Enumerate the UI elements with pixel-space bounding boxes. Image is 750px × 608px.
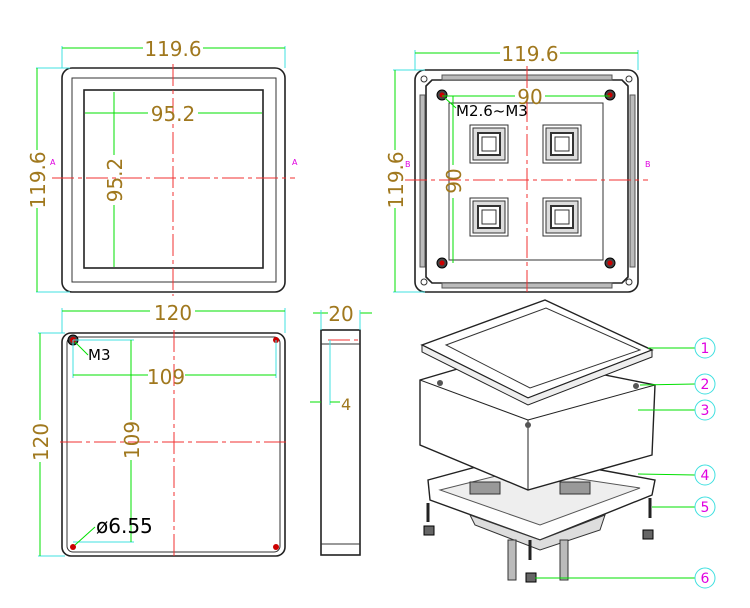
terminal-block-icon xyxy=(469,124,509,164)
svg-text:3: 3 xyxy=(701,403,710,419)
thickness-dim: 20 xyxy=(328,302,353,326)
svg-text:5: 5 xyxy=(701,500,710,516)
side-view: 20 4 xyxy=(310,302,372,556)
callout-6: 6 xyxy=(694,567,716,589)
callout-3: 3 xyxy=(694,399,716,421)
screw-note: M2.6~M3 xyxy=(456,102,528,120)
svg-text:6: 6 xyxy=(701,571,710,587)
bottom-view: 119.6 119.6 90 90 M2.6~M3 B B xyxy=(384,42,651,296)
terminal-block-icon xyxy=(542,197,582,237)
top-width-dim: 119.6 xyxy=(144,37,201,61)
terminal-block-icon xyxy=(469,197,509,237)
screw-hole-icon xyxy=(604,89,616,101)
callout-1: 1 xyxy=(694,337,716,359)
base-width-dim: 120 xyxy=(154,301,192,325)
bottom-height-dim: 119.6 xyxy=(384,151,408,208)
window-height-dim: 95.2 xyxy=(103,158,127,203)
callout-2: 2 xyxy=(694,373,716,395)
exploded-view xyxy=(419,299,656,583)
callouts: 1 2 3 4 5 6 xyxy=(535,337,716,589)
base-inner-frame xyxy=(425,79,629,284)
section-mark-a-right: A xyxy=(292,158,298,167)
diameter-note: ø6.55 xyxy=(96,514,153,538)
mount-hole-icon xyxy=(273,544,279,550)
m3-note: M3 xyxy=(88,346,111,364)
side-outline xyxy=(320,329,361,556)
base-view: 120 120 109 109 M3 ø6.55 xyxy=(29,301,288,560)
terminal-block-icon xyxy=(542,124,582,164)
bottom-width-dim: 119.6 xyxy=(501,42,558,66)
svg-text:1: 1 xyxy=(701,341,710,357)
hole-span-x-dim: 90 xyxy=(517,85,542,109)
section-mark-b-right: B xyxy=(645,160,651,169)
window-width-dim: 95.2 xyxy=(151,102,196,126)
callout-5: 5 xyxy=(694,496,716,518)
svg-text:2: 2 xyxy=(701,377,710,393)
section-mark-b-left: B xyxy=(405,160,411,169)
hole-span-109-x: 109 xyxy=(147,365,185,389)
hole-span-109-y: 109 xyxy=(120,421,144,459)
top-view: 119.6 119.6 95.2 95.2 A A xyxy=(26,37,298,296)
screw-hole-icon xyxy=(604,257,616,269)
top-height-dim: 119.6 xyxy=(26,151,50,208)
screw-hole-icon xyxy=(436,257,448,269)
step-dim: 4 xyxy=(341,395,351,414)
callout-4: 4 xyxy=(694,464,716,486)
section-mark-a-left: A xyxy=(50,158,56,167)
base-height-dim: 120 xyxy=(29,423,53,461)
pcb-plate xyxy=(448,102,604,261)
mount-hole-icon xyxy=(70,544,76,550)
lid-inner-frame xyxy=(71,77,277,283)
hole-span-y-dim: 90 xyxy=(442,168,466,193)
svg-text:4: 4 xyxy=(701,468,710,484)
